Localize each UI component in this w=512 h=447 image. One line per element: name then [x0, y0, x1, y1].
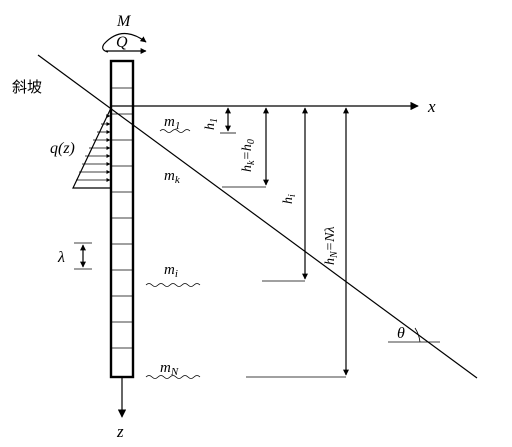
- svg-text:mN: mN: [160, 360, 179, 378]
- slope-label: 斜坡: [12, 78, 42, 96]
- hN-dimension: hN=Nλ: [246, 107, 349, 378]
- hk-dimension: hk=h0: [222, 107, 269, 188]
- layer-m1: m1: [159, 114, 191, 133]
- svg-text:hN=Nλ: hN=Nλ: [323, 226, 340, 265]
- hN-label: h: [323, 258, 338, 265]
- theta-label: θ: [397, 325, 405, 342]
- h1-dimension: h1: [203, 107, 236, 134]
- lambda-label: λ: [57, 249, 65, 266]
- pile: [109, 59, 135, 379]
- moment-arrow-tail: [102, 43, 109, 53]
- hi-subscript: i: [287, 194, 298, 197]
- distributed-load: q(z): [50, 107, 112, 189]
- slope-line: [37, 54, 478, 379]
- svg-text:hi: hi: [281, 194, 298, 204]
- hN-subscript: N: [329, 250, 340, 259]
- hi-dimension: hi: [262, 107, 308, 282]
- mk-label: m: [164, 168, 175, 184]
- hk-equals: =h: [240, 144, 255, 160]
- x-axis-label: x: [427, 97, 436, 116]
- load-label: q(z): [50, 140, 75, 157]
- m1-subscript: 1: [175, 120, 181, 132]
- layer-mk: mk: [164, 168, 181, 186]
- svg-text:hk=h0: hk=h0: [240, 139, 257, 172]
- pile-body: [109, 59, 135, 379]
- moment-shear-group: M Q: [102, 13, 147, 54]
- moment-arrow: [103, 32, 147, 45]
- mi-label: m: [164, 262, 175, 278]
- shear-label: Q: [116, 34, 128, 51]
- m1-label: m: [164, 114, 175, 130]
- mk-subscript: k: [175, 174, 181, 186]
- load-arrows: [76, 114, 111, 182]
- h1-subscript: 1: [209, 118, 220, 123]
- h1-label: h: [203, 123, 218, 130]
- layer-mi: mi: [145, 262, 201, 287]
- svg-text:mk: mk: [164, 168, 181, 186]
- hk-subscript: k: [246, 160, 257, 165]
- mN-label: m: [160, 360, 171, 376]
- theta-angle: θ: [388, 325, 440, 343]
- hk-label: h: [240, 165, 255, 172]
- mN-subscript: N: [170, 366, 179, 378]
- hk-equals-subscript: 0: [246, 139, 257, 144]
- svg-text:m1: m1: [164, 114, 180, 132]
- pile-segment-lines: [111, 87, 133, 349]
- svg-text:mi: mi: [164, 262, 178, 280]
- mi-subscript: i: [175, 268, 178, 280]
- moment-label: M: [116, 13, 132, 30]
- svg-text:h1: h1: [203, 118, 220, 130]
- z-axis-label: z: [116, 422, 124, 441]
- layer-mN: mN: [145, 360, 201, 379]
- hi-label: h: [281, 197, 296, 204]
- hN-equals: =Nλ: [323, 226, 338, 251]
- lambda-dimension: λ: [57, 242, 92, 270]
